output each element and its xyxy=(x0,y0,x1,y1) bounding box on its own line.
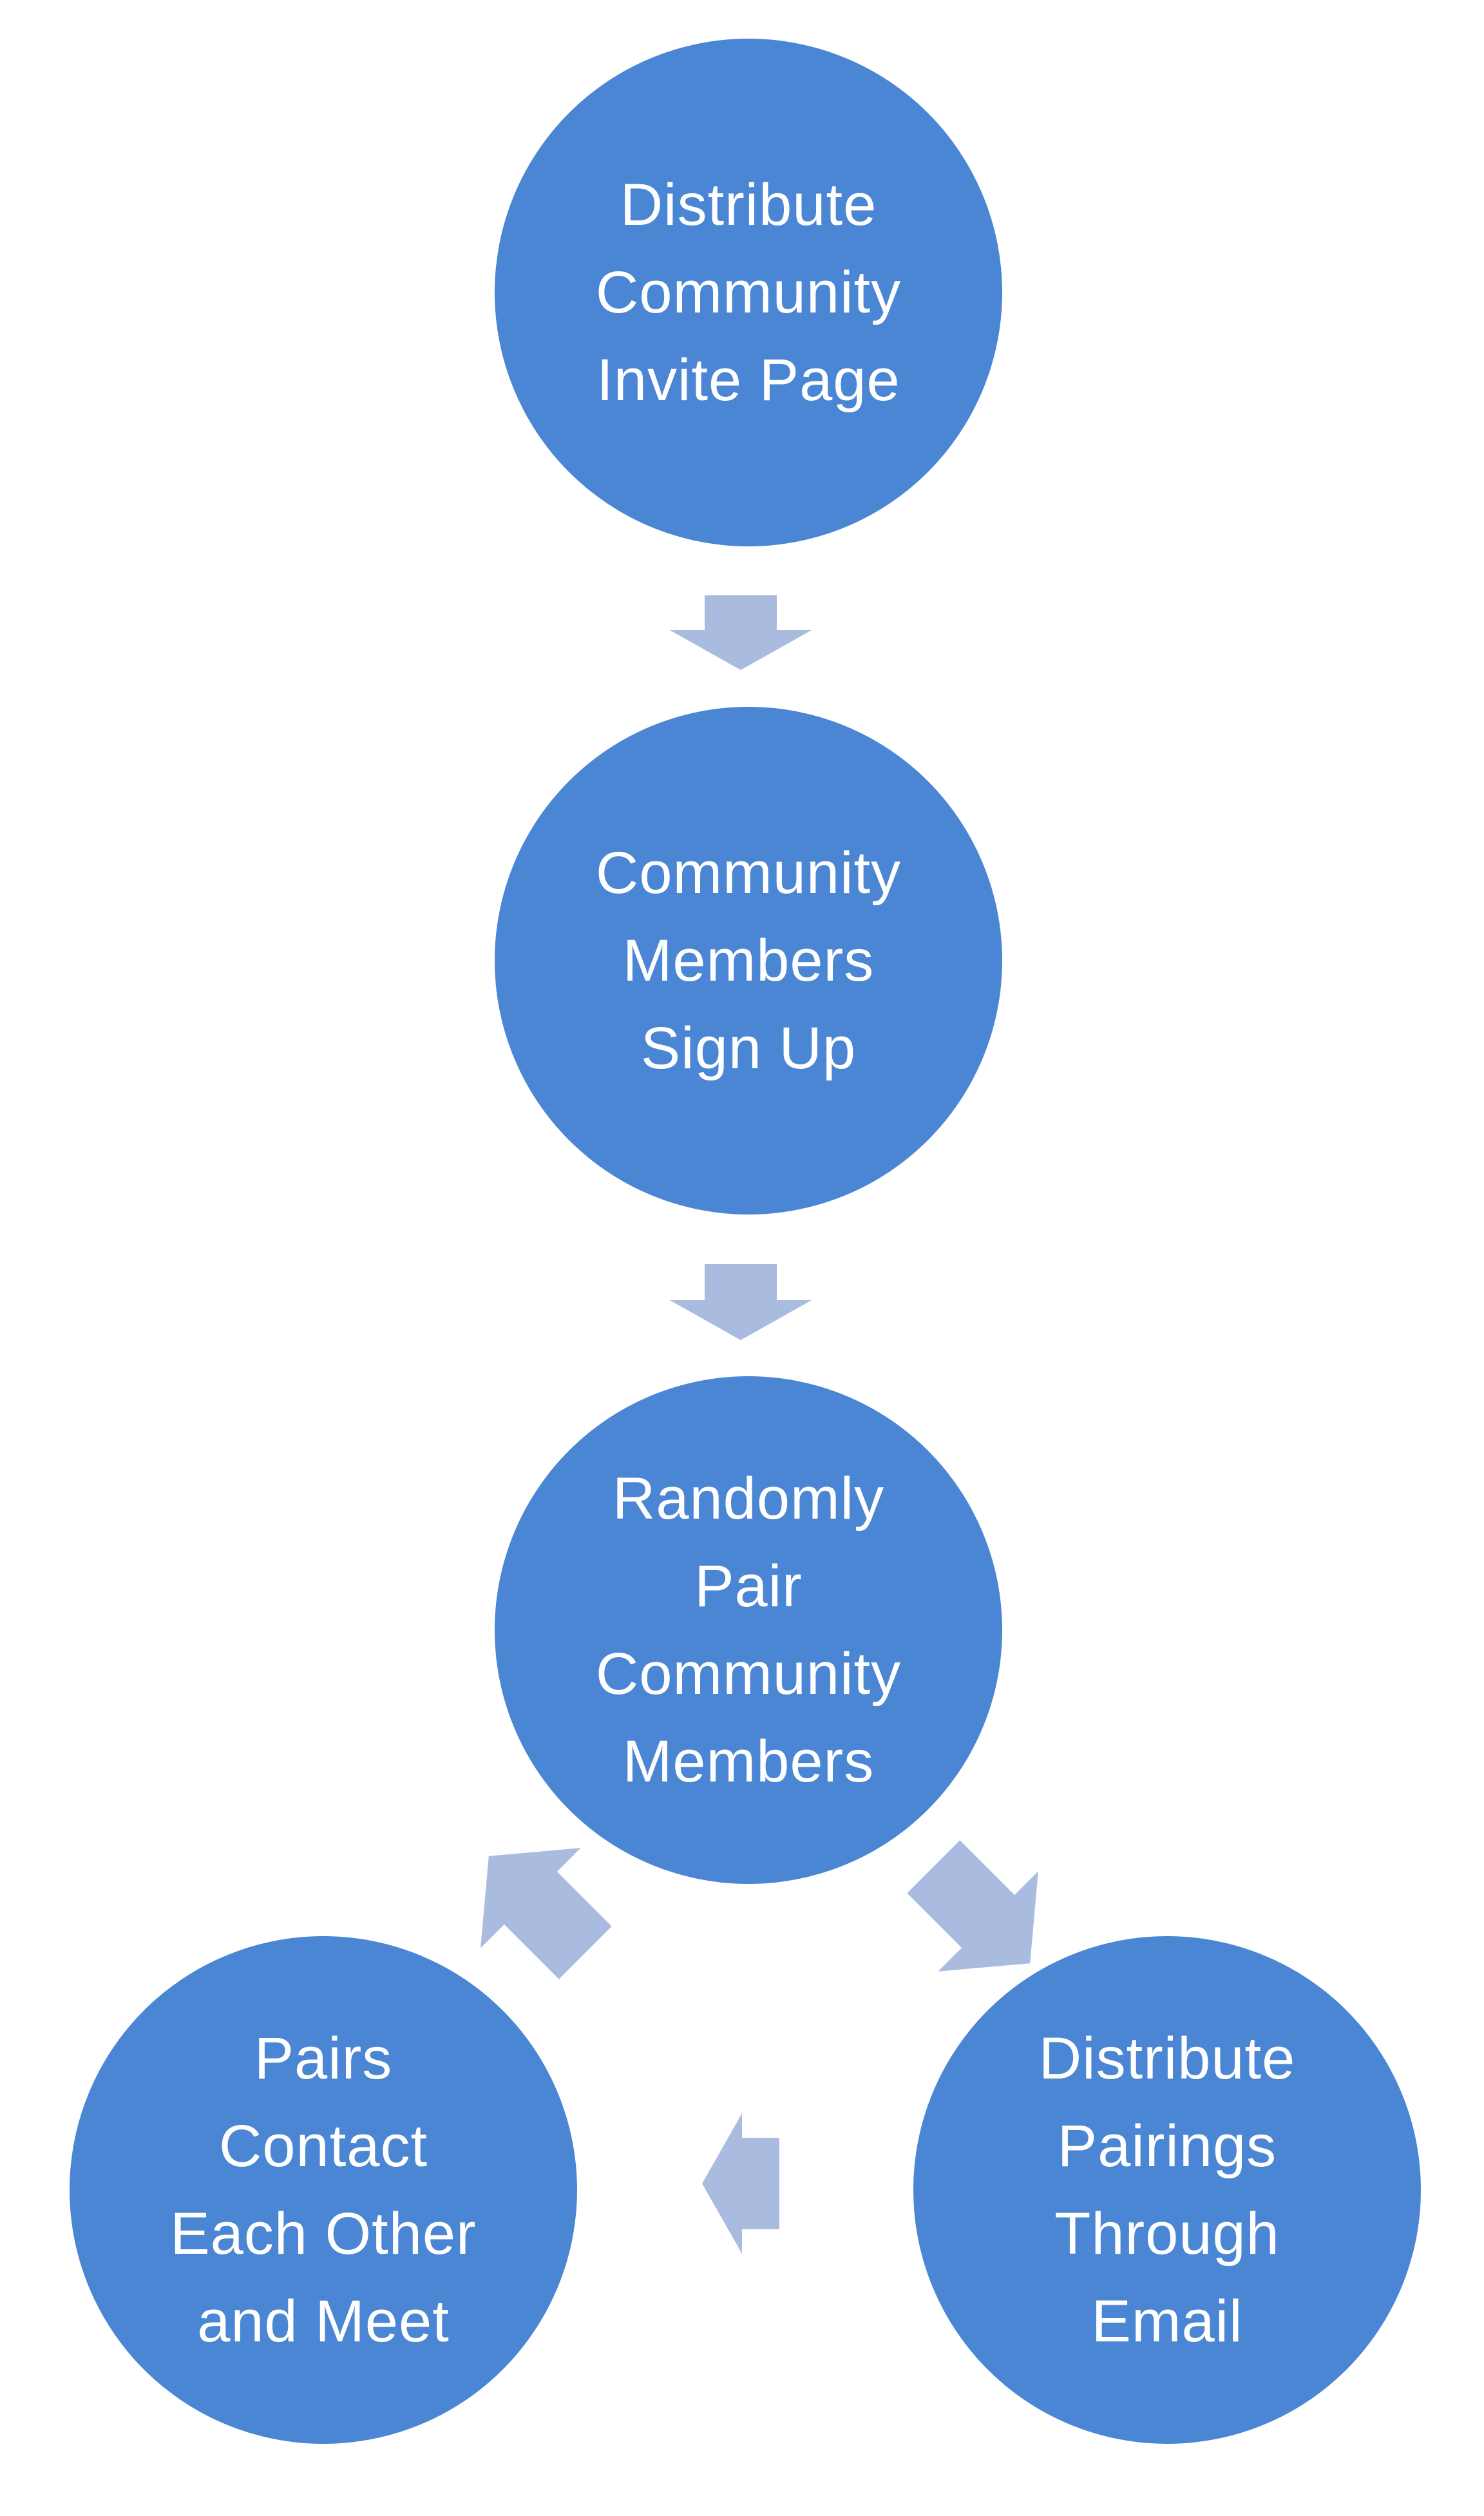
node-label: Distribute Pairings Through Email xyxy=(1038,2026,1296,2354)
node-label: Randomly Pair Community Members xyxy=(595,1466,902,1794)
node-pairs-contact-each-other-and-meet: Pairs Contact Each Other and Meet xyxy=(70,1936,577,2444)
node-label: Distribute Community Invite Page xyxy=(595,172,902,413)
node-label: Pairs Contact Each Other and Meet xyxy=(170,2026,477,2354)
arrow-invite-to-signup xyxy=(670,595,812,670)
arrow-email-to-meet xyxy=(702,2113,779,2254)
node-distribute-community-invite-page: Distribute Community Invite Page xyxy=(495,39,1002,546)
arrow-pair-to-email xyxy=(907,1840,1038,1972)
node-randomly-pair-community-members: Randomly Pair Community Members xyxy=(495,1376,1002,1884)
node-community-members-sign-up: Community Members Sign Up xyxy=(495,707,1002,1215)
node-distribute-pairings-through-email: Distribute Pairings Through Email xyxy=(913,1936,1421,2444)
arrow-meet-to-pair xyxy=(480,1848,612,1979)
arrow-signup-to-pair xyxy=(670,1264,812,1340)
node-label: Community Members Sign Up xyxy=(595,840,902,1081)
